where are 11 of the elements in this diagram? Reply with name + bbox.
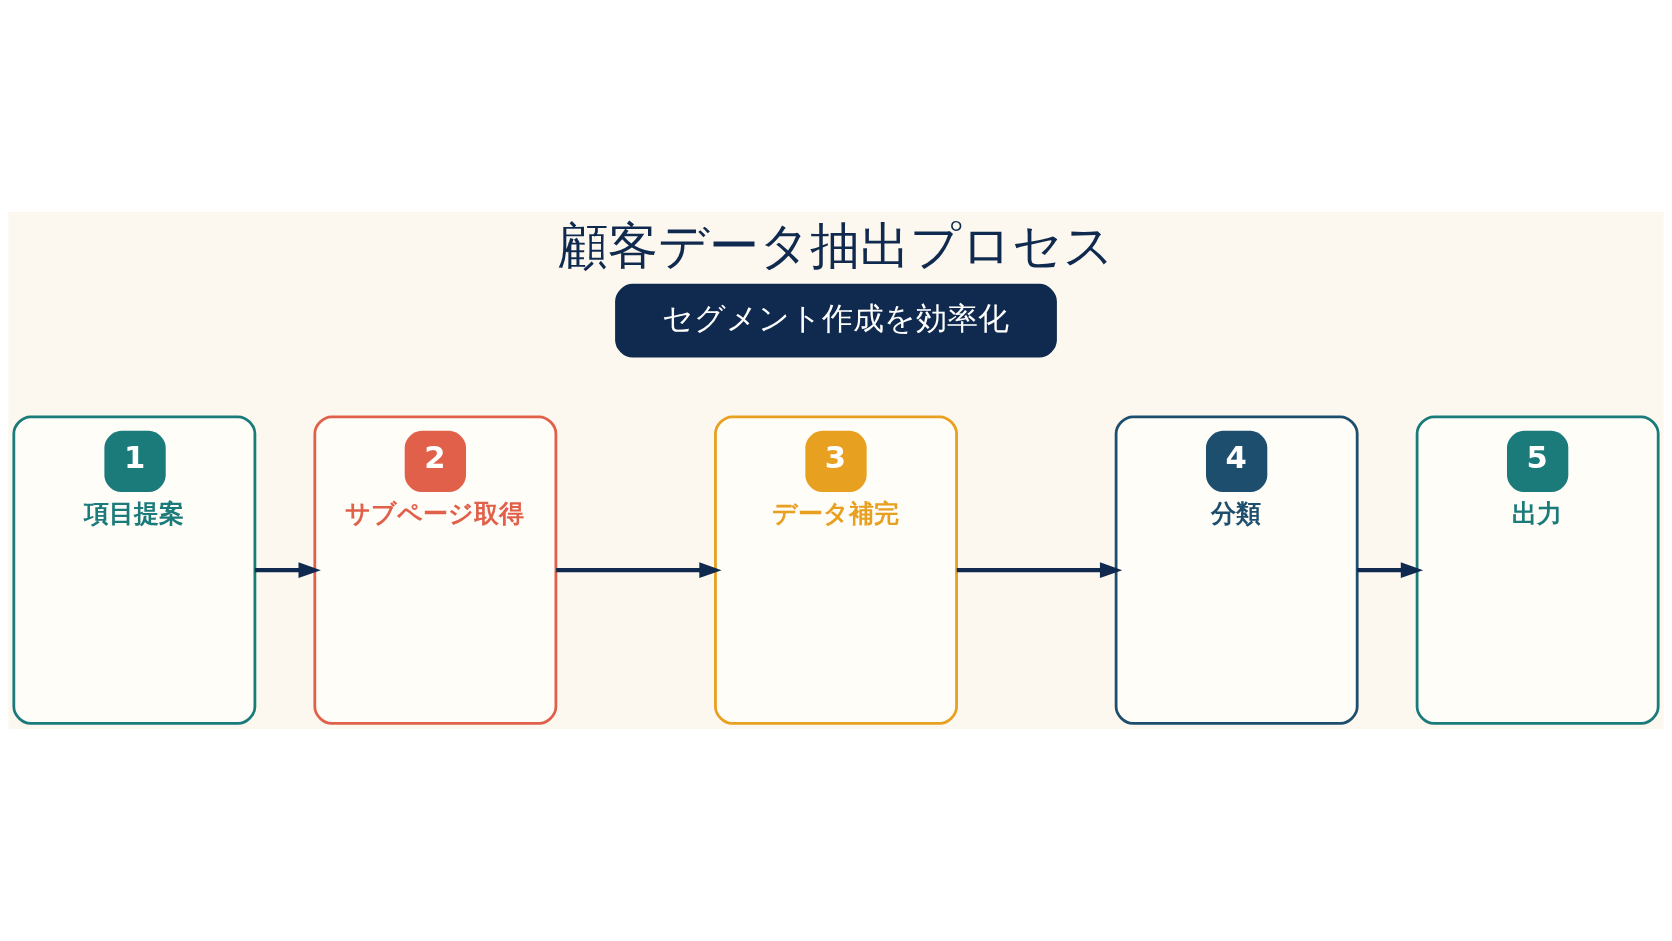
node-box: 3 データ補完: [714, 415, 958, 725]
arrow: [956, 562, 1123, 578]
arrow: [556, 562, 722, 578]
node-box: 4 分類: [1114, 415, 1359, 725]
node-box: 2 サブページ取得: [313, 415, 558, 725]
diagram-title: 顧客データ抽出プロセス: [558, 216, 1114, 276]
arrow: [254, 562, 321, 578]
node-box: 5 出力: [1415, 415, 1660, 725]
node-box: セグメント作成を効率化: [615, 283, 1057, 358]
arrow: [1357, 562, 1424, 578]
node-box: 1 項目提案: [12, 415, 257, 725]
